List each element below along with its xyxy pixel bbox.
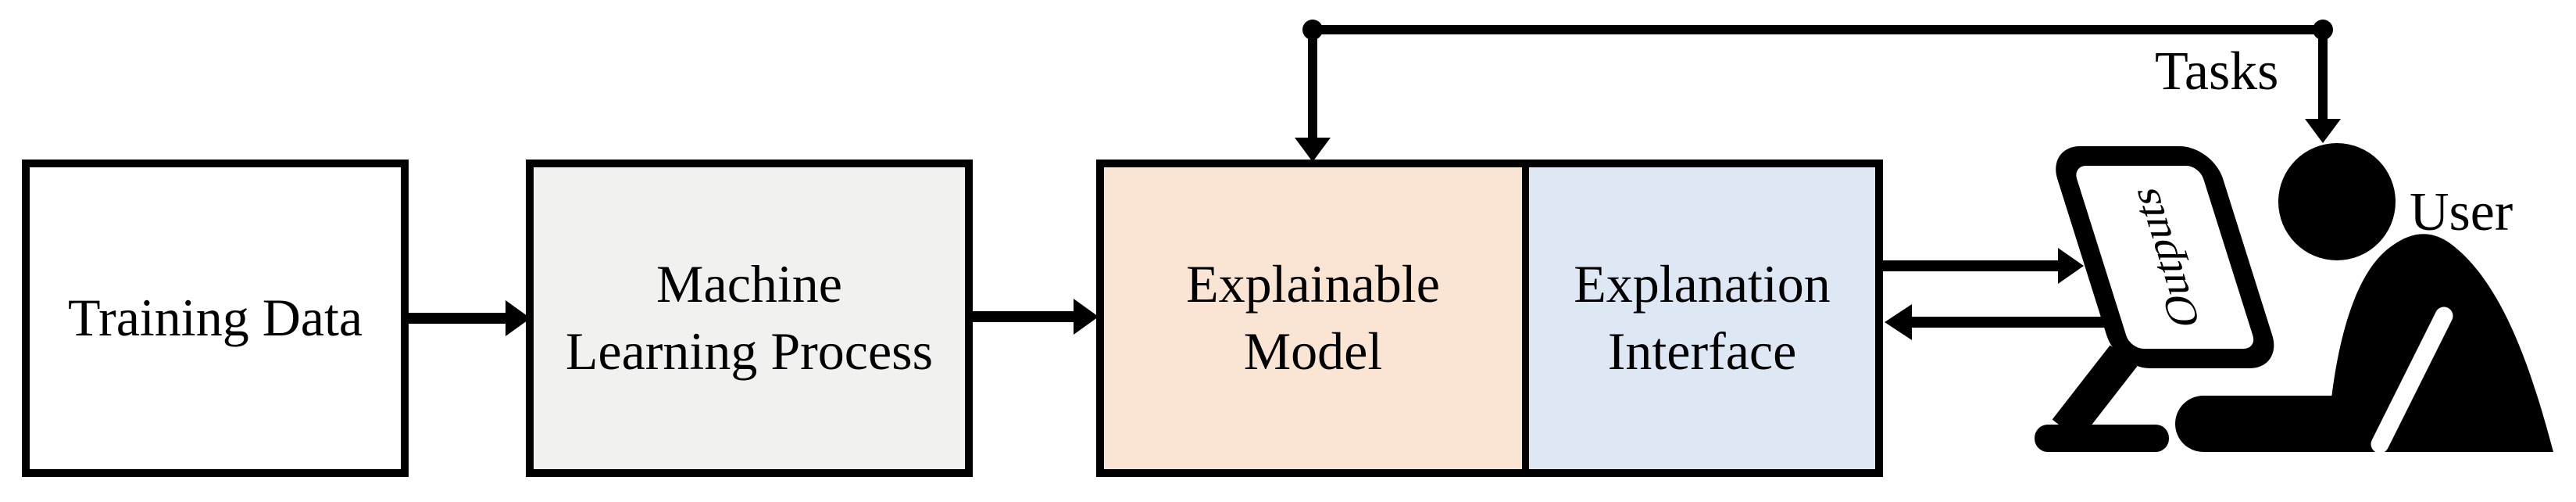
box-explainable-system: Explainable Model Explanation Interface <box>1096 160 1883 477</box>
explainable-model-label-line1: Explainable <box>1186 254 1440 314</box>
outputs-label: Outputs <box>2118 188 2211 327</box>
arrow-monitor-to-interface <box>1885 304 2105 340</box>
arrow-shaft <box>1883 260 2058 271</box>
arrowhead-down-icon <box>1295 138 1331 162</box>
monitor-stand <box>2035 345 2169 452</box>
user-head-icon <box>2278 143 2396 260</box>
junction-dot <box>1302 20 1323 40</box>
arrow-shaft <box>1911 317 2105 328</box>
junction-dot <box>2313 20 2333 40</box>
user-label: User <box>2410 182 2513 242</box>
explainable-model-label-line2: Model <box>1243 321 1383 381</box>
tasks-line-to-model <box>1308 30 1317 139</box>
arrowhead-down-icon <box>2305 119 2341 143</box>
arrowhead-right-icon <box>2058 248 2084 284</box>
monitor-base <box>2035 425 2169 452</box>
arrowhead-left-icon <box>1885 304 1912 340</box>
box-explainable-model: Explainable Model <box>1104 167 1522 469</box>
arrowhead-right-icon <box>506 300 531 336</box>
box-machine-learning-process: Machine Learning Process <box>526 160 973 477</box>
training-data-label: Training Data <box>67 288 363 348</box>
user-figure-icon <box>2175 143 2553 454</box>
monitor-leg <box>2052 345 2138 441</box>
tasks-label: Tasks <box>2155 41 2279 102</box>
tasks-line-to-user <box>2318 30 2328 120</box>
arrow-shaft <box>973 311 1074 322</box>
explanation-interface-label-line1: Explanation <box>1574 254 1831 314</box>
tasks-connector <box>1295 20 2341 162</box>
box-explanation-interface: Explanation Interface <box>1522 167 1875 469</box>
explanation-interface-label-line2: Interface <box>1607 321 1797 381</box>
arrow-shaft <box>409 313 506 324</box>
ml-process-label-line2: Learning Process <box>565 321 934 381</box>
arrow-ml-to-model <box>973 299 1099 335</box>
user-body-highlight <box>2371 307 2453 454</box>
arrow-interface-to-monitor <box>1883 248 2084 284</box>
box-training-data: Training Data <box>22 160 409 477</box>
ml-process-label-line1: Machine <box>656 254 842 314</box>
arrowhead-right-icon <box>1074 299 1099 335</box>
arrow-training-to-ml <box>409 300 531 336</box>
tasks-line-horizontal <box>1313 25 2323 34</box>
